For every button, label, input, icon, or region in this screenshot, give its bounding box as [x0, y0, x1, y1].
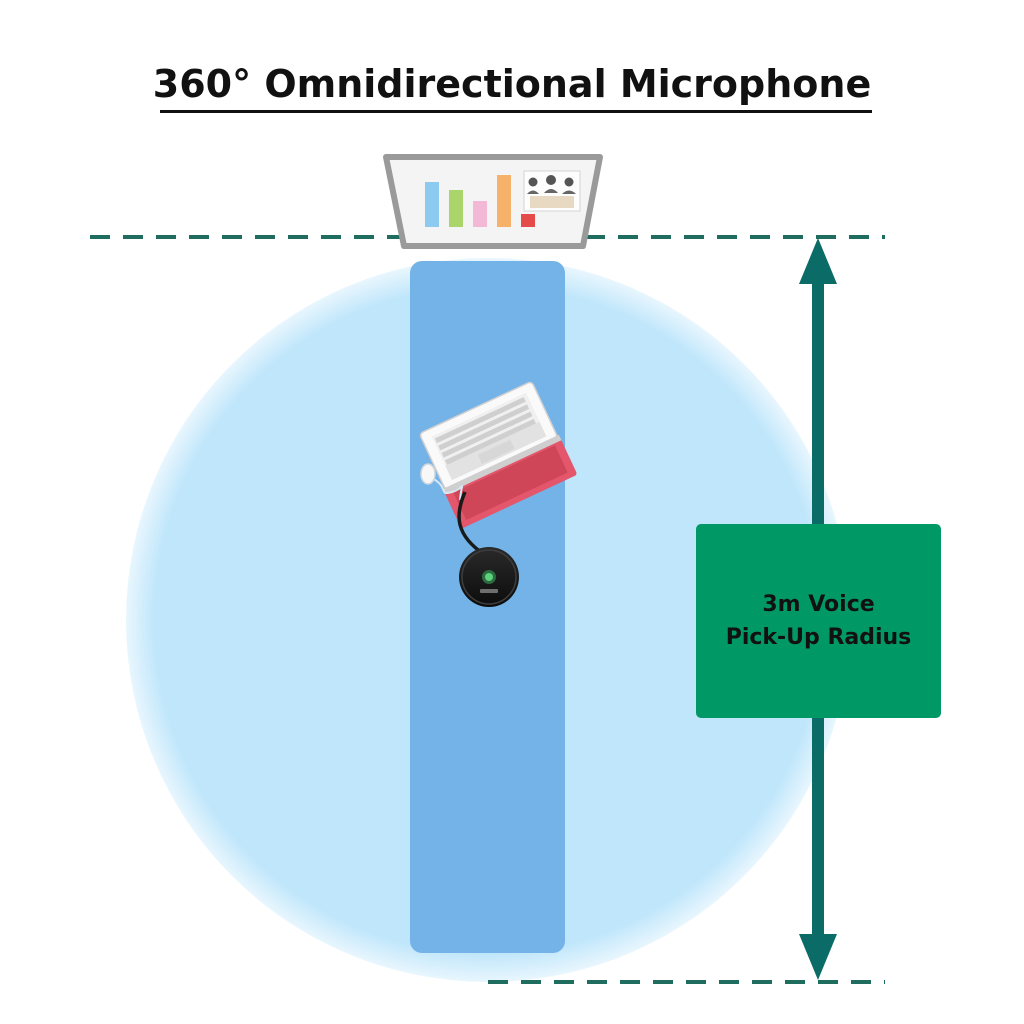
speakerphone-icon [459, 547, 519, 607]
conference-table [410, 261, 565, 953]
page-title: 360° Omnidirectional Microphone [152, 62, 872, 106]
tv-screen-icon [383, 154, 603, 249]
mouse-icon [420, 463, 464, 501]
radius-label-line2: Pick-Up Radius [725, 625, 912, 650]
title-underline [160, 110, 872, 113]
laptop-icon [419, 381, 577, 528]
microphone-cable [457, 491, 486, 557]
radius-label-line1: 3m Voice [762, 592, 875, 617]
radius-label-box: 3m Voice Pick-Up Radius [696, 524, 941, 718]
